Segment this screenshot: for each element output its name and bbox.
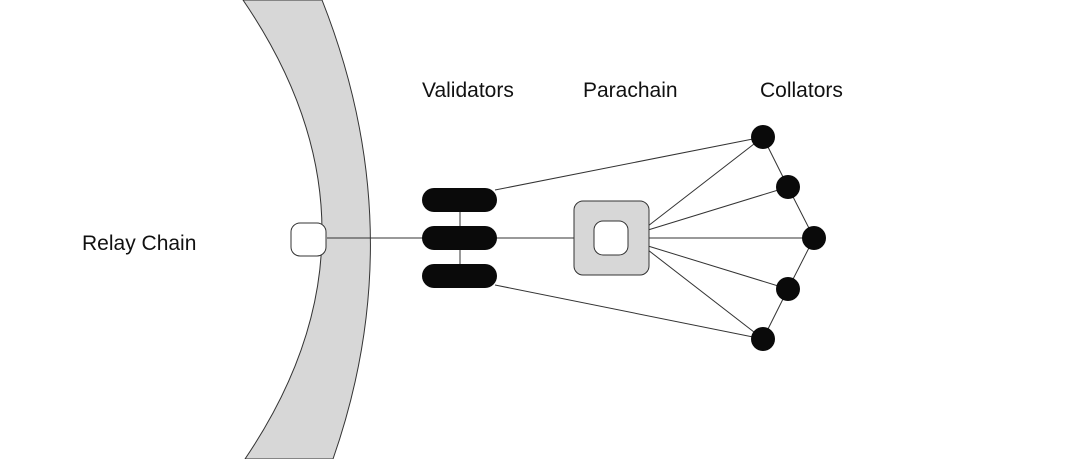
validator-node <box>422 188 497 212</box>
relay-chain-label: Relay Chain <box>82 232 196 255</box>
collator-node <box>751 125 775 149</box>
relay-chain-band <box>242 0 371 459</box>
relay-chain-node <box>290 222 327 257</box>
top-validator-to-collator-line <box>494 136 764 191</box>
collator-node <box>776 175 800 199</box>
collator-node <box>776 277 800 301</box>
parachain-to-collator-line-4 <box>647 245 789 290</box>
parachain-to-collator-line-1 <box>647 136 764 227</box>
validators-label: Validators <box>422 79 514 102</box>
parachain-label: Parachain <box>583 79 678 102</box>
collators-label: Collators <box>760 79 843 102</box>
parachain-to-collator-line-5 <box>647 249 764 340</box>
collator-node <box>802 226 826 250</box>
parachain-inner-node <box>593 220 629 256</box>
bottom-validator-to-collator-line <box>494 284 764 340</box>
validator-node <box>422 264 497 288</box>
connector-lines <box>327 136 815 340</box>
collators-group <box>751 125 826 351</box>
validator-node <box>422 226 497 250</box>
parachain-to-collator-line-2 <box>647 186 789 231</box>
validators-group <box>422 188 497 288</box>
collator-node <box>751 327 775 351</box>
